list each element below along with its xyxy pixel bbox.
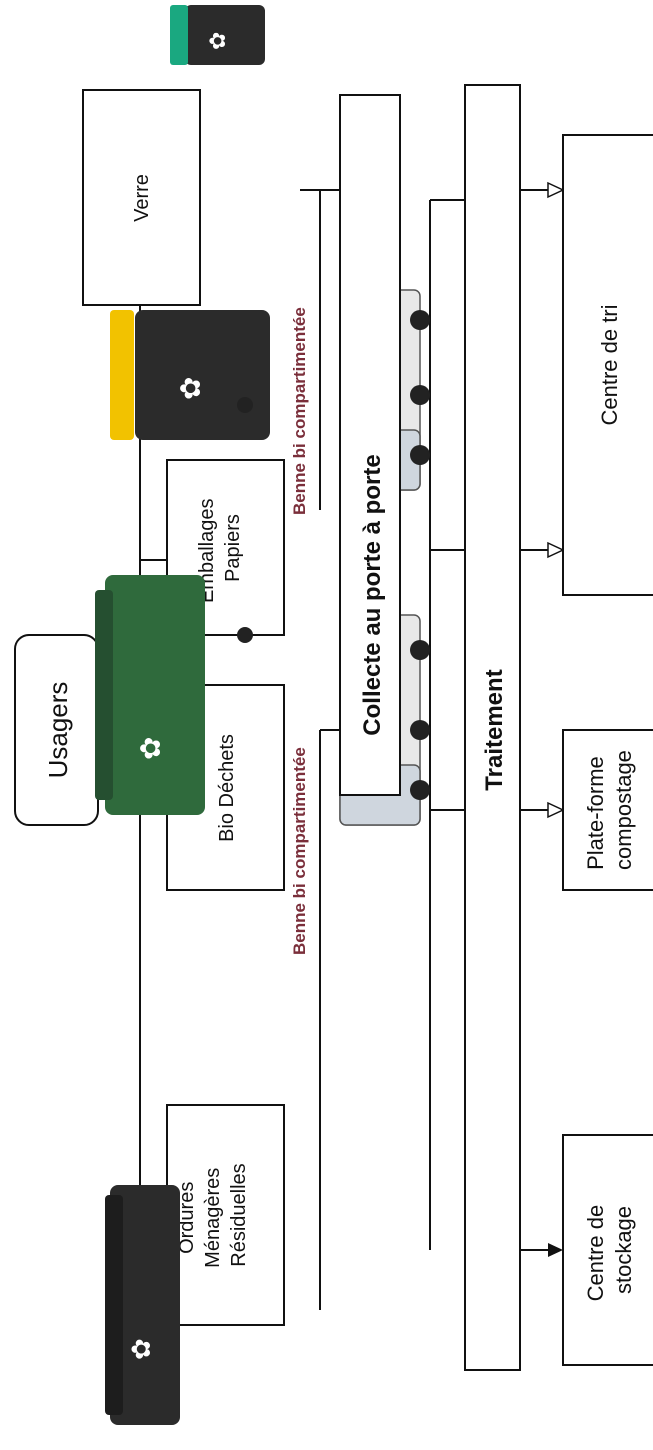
- dest-compostage-line-2: compostage: [611, 750, 636, 870]
- collection-label: Collecte au porte à porte: [359, 454, 386, 735]
- bin-dark-icon: ✿: [105, 1185, 180, 1425]
- usagers-box: Usagers: [14, 634, 99, 826]
- stream-biodechets-label: Bio Déchets: [216, 734, 238, 842]
- dest-compostage-box: Plate-forme compostage: [562, 729, 653, 891]
- svg-text:✿: ✿: [175, 377, 206, 400]
- dest-stockage-line-1: Centre de: [583, 1205, 608, 1302]
- stream-verre-box: Verre: [82, 89, 201, 306]
- svg-text:Plate-forme compostage: Plate-forme compostage: [583, 750, 636, 870]
- dest-tri-box: Centre de tri: [562, 134, 653, 596]
- dest-stockage-line-2: stockage: [611, 1206, 636, 1294]
- truck-right-label: Benne bi compartimentée: [290, 307, 309, 515]
- svg-text:✿: ✿: [135, 737, 166, 760]
- stream-emballages-line-2: Papiers: [222, 514, 244, 582]
- treatment-label: Traitement: [481, 669, 508, 790]
- truck-left-label: Benne bi compartimentée: [290, 747, 309, 955]
- dest-tri-label: Centre de tri: [597, 304, 622, 425]
- svg-text:Ordures Ménagères: Ordures Ménagères Résiduelles: [176, 1162, 250, 1268]
- bin-green-icon: ✿: [95, 575, 253, 815]
- stream-ordures-line-1: Ordures: [176, 1182, 198, 1254]
- bin-teal-lid-icon: ✿: [170, 5, 265, 65]
- svg-text:Centre de stockage: Centre de stockage: [583, 1199, 636, 1302]
- svg-text:✿: ✿: [205, 32, 230, 50]
- dest-stockage-box: Centre de stockage: [562, 1134, 653, 1366]
- bin-yellow-lid-icon: ✿: [110, 310, 270, 440]
- dest-compostage-line-1: Plate-forme: [583, 756, 608, 870]
- stream-ordures-line-3: Résiduelles: [228, 1163, 250, 1266]
- stream-ordures-line-2: Ménagères: [202, 1168, 224, 1268]
- arrowheads: [547, 181, 565, 1257]
- treatment-band: Traitement: [464, 84, 521, 1371]
- stream-verre-label: Verre: [131, 174, 153, 222]
- collection-band: Collecte au porte à porte: [339, 94, 401, 796]
- svg-text:✿: ✿: [126, 1338, 156, 1360]
- usagers-label: Usagers: [43, 682, 73, 779]
- stream-ordures-box: Ordures Ménagères Résiduelles: [166, 1104, 285, 1326]
